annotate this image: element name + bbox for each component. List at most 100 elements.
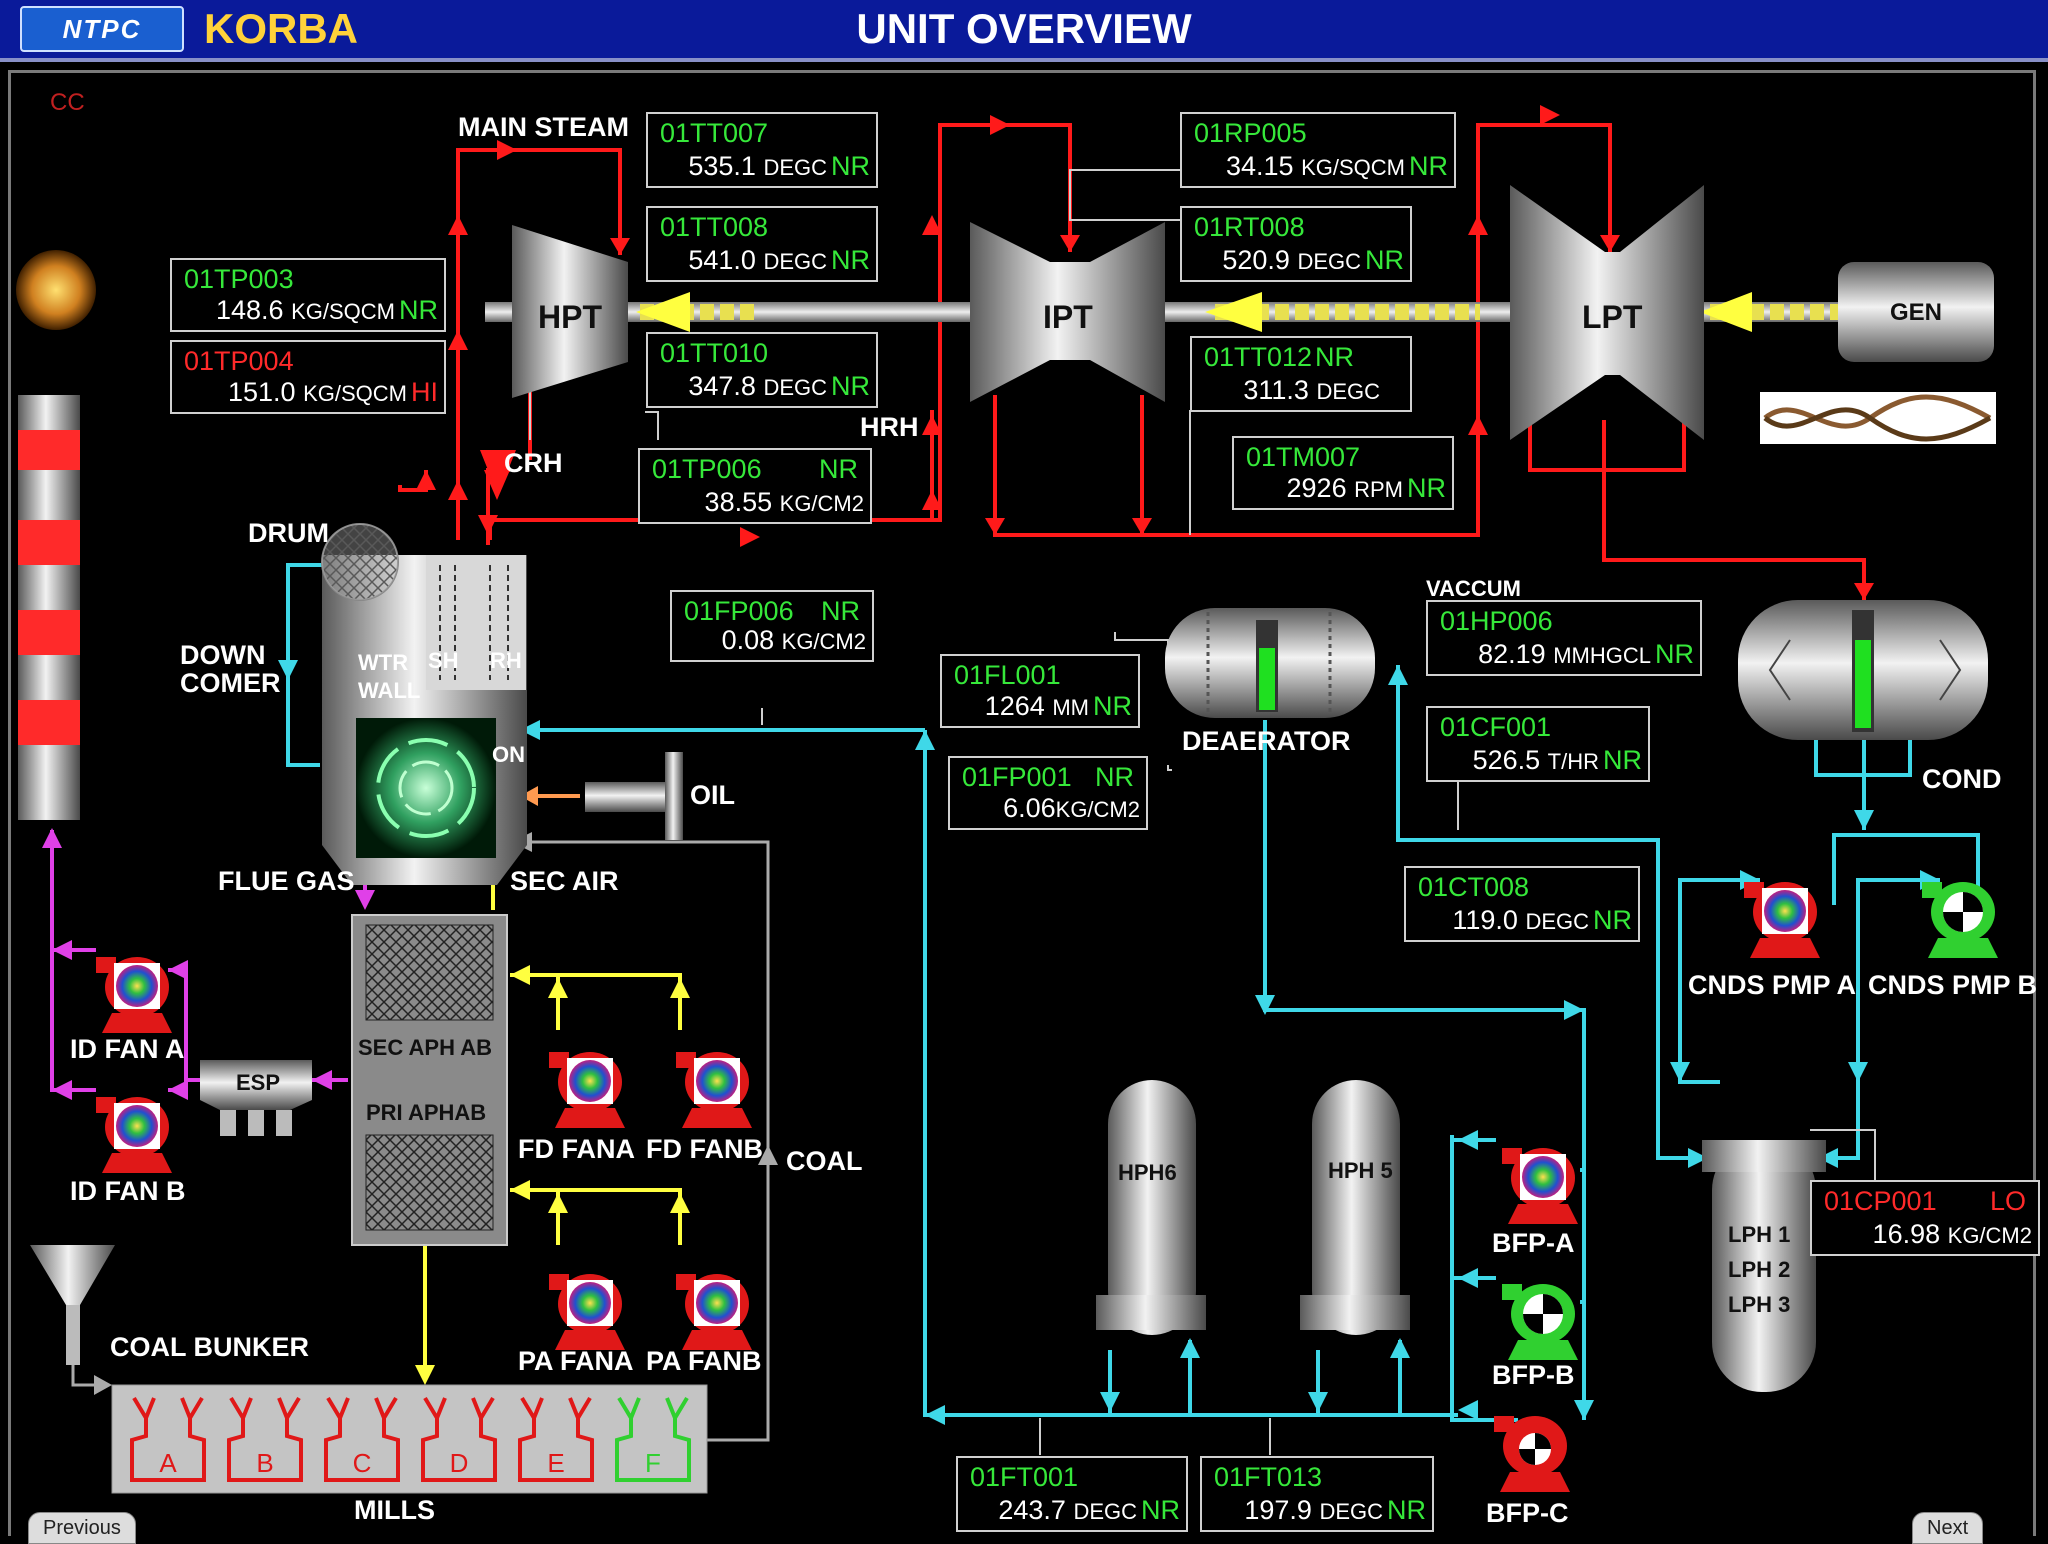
tag-box-01fp001[interactable]: 01FP001 NR 6.06KG/CM2	[948, 756, 1148, 830]
lpt-casing	[1510, 185, 1704, 440]
plant-name: KORBA	[204, 5, 358, 52]
tag-box-01tp006[interactable]: 01TP006 NR 38.55 KG/CM2	[638, 448, 872, 524]
hph6-vessel	[1108, 1080, 1196, 1335]
esp-body	[200, 1060, 312, 1110]
coal-bunker-label: COAL BUNKER	[110, 1332, 310, 1362]
drum-vessel	[321, 523, 399, 601]
cnds-pmp-a-pump-icon[interactable]	[1740, 870, 1830, 960]
fd-fan-b-label: FD FANB	[646, 1134, 763, 1164]
on-label: ON	[492, 742, 525, 767]
sec-aph-coil	[365, 924, 494, 1021]
rh-label: RH	[490, 648, 522, 673]
leader-lines	[529, 169, 1876, 1455]
cc-label: CC	[50, 89, 85, 116]
mill-letter: E	[547, 1448, 564, 1478]
pa-fan-a-label: PA FANA	[518, 1346, 634, 1376]
mill-letter: A	[159, 1448, 177, 1478]
mill-c[interactable]: C	[320, 1392, 404, 1488]
hph5-label: HPH 5	[1328, 1158, 1393, 1183]
down-comer-label-2: COMER	[180, 668, 281, 698]
mill-e[interactable]: E	[514, 1392, 598, 1488]
steam-arrows	[416, 105, 1874, 600]
flue-gas-label: FLUE GAS	[218, 866, 355, 896]
bfp-b-pump-icon[interactable]	[1498, 1272, 1588, 1362]
id-fan-b-pump-icon[interactable]	[92, 1085, 182, 1175]
mill-f[interactable]: F	[611, 1392, 695, 1488]
dna-graphic	[1760, 392, 1996, 444]
mills-row	[111, 1384, 708, 1494]
sec-air-label: SEC AIR	[510, 866, 619, 896]
fd-fan-b-pump-icon[interactable]	[672, 1040, 762, 1130]
oil-gun	[520, 752, 683, 840]
next-button[interactable]: Next	[1912, 1512, 1984, 1544]
pri-aph-coil	[365, 1134, 494, 1231]
lph-vessel	[1712, 1140, 1816, 1392]
id-fan-b-label: ID FAN B	[70, 1176, 186, 1206]
bfp-a-label: BFP-A	[1492, 1228, 1575, 1258]
lph2-label: LPH 2	[1728, 1257, 1791, 1282]
cond-label: COND	[1922, 764, 2002, 794]
generator-body	[1838, 262, 1994, 362]
vaccum-label: VACCUM	[1426, 576, 1521, 601]
wtr-wall-label-1: WTR	[358, 650, 409, 675]
deaerator-label: DEAERATOR	[1182, 726, 1351, 756]
mill-d[interactable]: D	[417, 1392, 501, 1488]
wtr-wall-label-2: WALL	[358, 678, 421, 703]
mills-label: MILLS	[354, 1495, 435, 1525]
tag-box-01tt012[interactable]: 01TT012 NR 311.3 DEGC	[1190, 336, 1412, 412]
bfp-c-pump-icon[interactable]	[1490, 1404, 1580, 1494]
pa-fan-b-pump-icon[interactable]	[672, 1262, 762, 1352]
chimney	[18, 395, 80, 820]
ntpc-logo: NTPC	[20, 6, 184, 52]
lpt-label: LPT	[1582, 299, 1643, 335]
tag-box-01cp001[interactable]: 01CP001 LO 16.98 KG/CM2	[1810, 1180, 2040, 1256]
ipt-casing	[970, 222, 1165, 402]
mill-letter: C	[353, 1448, 372, 1478]
cnds-pmp-b-pump-icon[interactable]	[1918, 870, 2008, 960]
bfp-c-label: BFP-C	[1486, 1498, 1569, 1528]
previous-button[interactable]: Previous	[28, 1512, 136, 1544]
fd-fan-a-pump-icon[interactable]	[545, 1040, 635, 1130]
gen-label: GEN	[1890, 299, 1943, 326]
id-fan-a-pump-icon[interactable]	[92, 945, 182, 1035]
bfp-a-pump-icon[interactable]	[1498, 1136, 1588, 1226]
mill-letter: B	[256, 1448, 273, 1478]
hpt-label: HPT	[538, 299, 602, 335]
id-fan-a-label: ID FAN A	[70, 1034, 185, 1064]
hrh-label: HRH	[860, 412, 919, 442]
pa-fan-a-pump-icon[interactable]	[545, 1262, 635, 1352]
hpt-casing	[512, 225, 628, 398]
page-title: UNIT OVERVIEW	[856, 5, 1192, 52]
mill-a[interactable]: A	[126, 1392, 210, 1488]
mill-b[interactable]: B	[223, 1392, 307, 1488]
title-bar: NTPC KORBA UNIT OVERVIEW	[0, 0, 2048, 62]
lph1-label: LPH 1	[1728, 1222, 1791, 1247]
oil-label: OIL	[690, 780, 735, 810]
fd-fan-a-label: FD FANA	[518, 1134, 635, 1164]
coal-line	[520, 840, 770, 1442]
tag-box-01fp006[interactable]: 01FP006 NR 0.08 KG/CM2	[670, 590, 874, 662]
drum-label: DRUM	[248, 518, 329, 548]
sec-aph-label: SEC APH AB	[358, 1035, 493, 1060]
pa-fan-b-label: PA FANB	[646, 1346, 762, 1376]
bfp-b-label: BFP-B	[1492, 1360, 1575, 1390]
coal-label: COAL	[786, 1146, 863, 1176]
mill-letter: D	[450, 1448, 469, 1478]
crh-label: CRH	[504, 448, 563, 478]
ipt-label: IPT	[1043, 299, 1093, 335]
display-frame	[8, 70, 2036, 1536]
